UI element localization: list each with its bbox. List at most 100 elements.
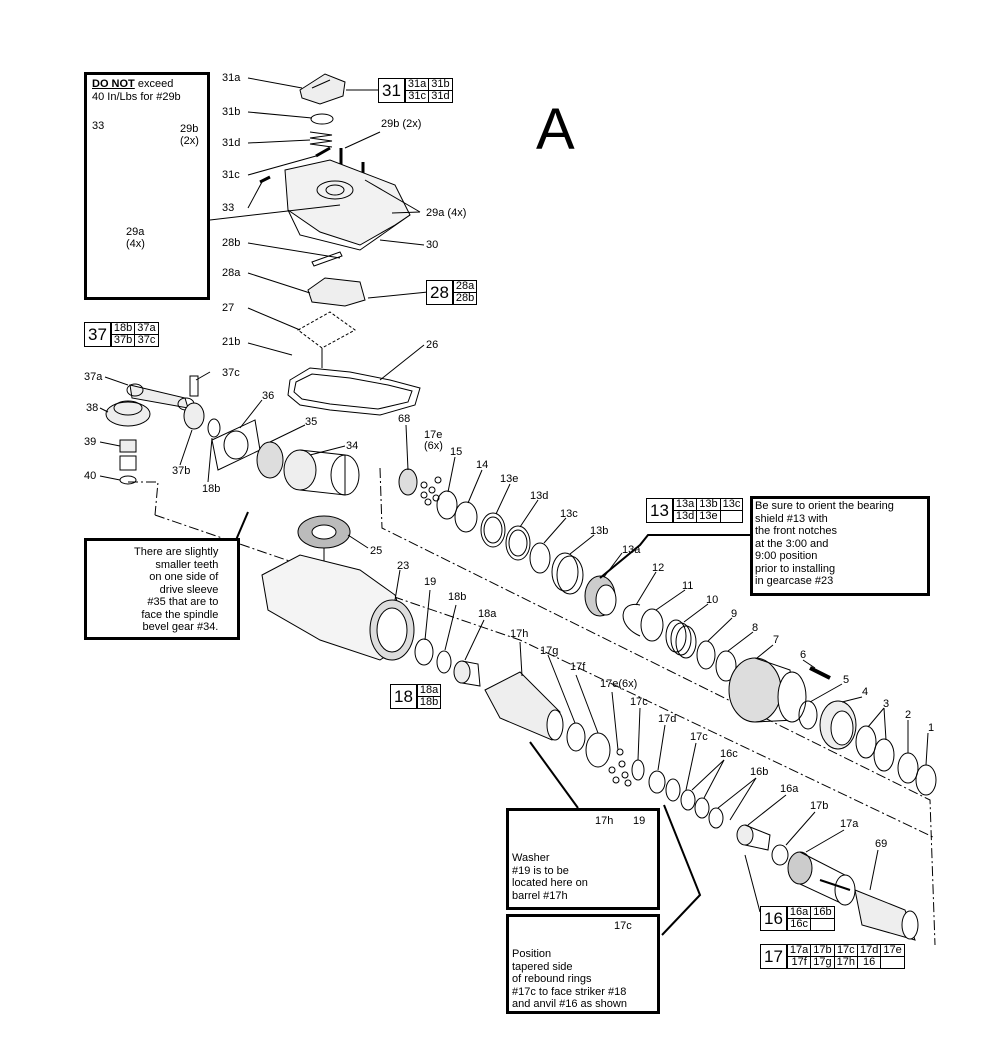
inset-label-29b: 29b — [180, 123, 199, 135]
part-17e-balls — [420, 476, 442, 506]
part-23 — [261, 554, 415, 661]
part-label: 37c — [222, 367, 240, 379]
part-label: 13a — [622, 544, 641, 556]
part-label: 9 — [731, 608, 738, 620]
rebound-note-box — [506, 914, 660, 1014]
part-label: 37a — [84, 371, 103, 383]
part-30 — [284, 159, 411, 251]
part-label: 13b — [590, 525, 609, 537]
part-14 — [454, 501, 478, 533]
part-5 — [798, 700, 818, 730]
part-label: 17d — [658, 713, 677, 725]
part-label: 23 — [397, 560, 410, 572]
part-label: 26 — [426, 339, 439, 351]
part-label: 17h — [510, 628, 529, 640]
inset-label-4x: (4x) — [126, 238, 145, 250]
part-label: 17e(6x) — [600, 678, 638, 690]
part-label: 31c — [222, 169, 240, 181]
part-label: 2 — [905, 709, 912, 721]
washer-inset-19: 19 — [633, 815, 646, 827]
part-17h — [484, 671, 564, 741]
part-label: 28a — [222, 267, 241, 279]
part-17b — [771, 844, 789, 866]
section-letter: A — [536, 97, 575, 162]
part-label: 13c — [560, 508, 578, 520]
part-15 — [436, 490, 458, 520]
part-8 — [715, 650, 737, 682]
part-label: 15 — [450, 446, 463, 458]
part-31b — [310, 113, 334, 125]
part-13c — [529, 542, 551, 574]
part-label: 13e — [500, 473, 519, 485]
part-label: 18a — [478, 608, 497, 620]
part-label: 8 — [752, 622, 759, 634]
part-label: 16b — [750, 766, 769, 778]
bearing-note-box — [750, 496, 930, 596]
part-26 — [287, 367, 421, 416]
part-18a — [453, 660, 481, 687]
part-label: 12 — [652, 562, 665, 574]
part-4 — [819, 700, 857, 750]
part-label: 4 — [862, 686, 869, 698]
bearing-note: Be sure to orient the bearing shield #13… — [755, 500, 894, 587]
part-label: 16a — [780, 783, 799, 795]
part-label: 17g — [540, 645, 559, 657]
rebound-inset-17c: 17c — [614, 920, 632, 932]
part-label: 17b — [810, 800, 829, 812]
part-label: 29a (4x) — [426, 207, 467, 219]
part-label: 17f — [570, 661, 586, 673]
part-label: 29b (2x) — [381, 118, 422, 130]
part-label: 6 — [800, 649, 807, 661]
part-17c-b — [680, 789, 696, 811]
do-not-emphasis: DO NOT — [92, 78, 135, 90]
part-label: 13d — [530, 490, 549, 502]
part-label: 25 — [370, 545, 383, 557]
part-label: 38 — [86, 402, 99, 414]
part-11 — [640, 608, 664, 642]
part-2 — [897, 752, 919, 784]
part-6 — [809, 666, 831, 680]
inset-label-29a: 29a — [126, 226, 145, 238]
part-label: 21b — [222, 336, 241, 348]
part-27 — [297, 311, 356, 349]
part-label: 7 — [773, 634, 780, 646]
part-label: 33 — [222, 202, 235, 214]
part-17f — [585, 732, 611, 768]
part-17a — [787, 851, 856, 906]
torque-note: DO NOT exceed 40 In/Lbs for #29b — [92, 78, 181, 103]
part-label: 34 — [346, 440, 359, 452]
part-label: 35 — [305, 416, 318, 428]
part-18b-left — [207, 418, 221, 438]
washer-note-box — [506, 808, 660, 910]
part-label: 31a — [222, 72, 241, 84]
part-17d — [648, 770, 666, 794]
part-label: 16c — [720, 748, 738, 760]
part-16b — [708, 807, 724, 829]
part-34 — [283, 449, 360, 496]
inset-label-2x: (2x) — [180, 135, 199, 147]
part-label: 1 — [928, 722, 935, 734]
part-13a — [584, 575, 617, 617]
part-label: 37b — [172, 465, 191, 477]
part-label: 39 — [84, 436, 97, 448]
part-39 — [119, 439, 137, 453]
part-label: 31d — [222, 137, 241, 149]
inset-label-33: 33 — [92, 120, 105, 132]
part-19 — [414, 638, 434, 666]
part-38 — [105, 401, 151, 427]
part-label: 36 — [262, 390, 275, 402]
washer-note: Washer #19 is to be located here on barr… — [512, 852, 588, 902]
part-7 — [728, 657, 807, 723]
part-label: 14 — [476, 459, 489, 471]
part-label: 11 — [682, 580, 694, 592]
drive-sleeve-note: There are slightly smaller teeth on one … — [134, 546, 219, 633]
part-10 — [665, 619, 697, 659]
washer-inset-17h: 17h — [595, 815, 614, 827]
part-40 — [119, 475, 137, 485]
part-label: 69 — [875, 838, 888, 850]
part-31d — [309, 131, 333, 148]
